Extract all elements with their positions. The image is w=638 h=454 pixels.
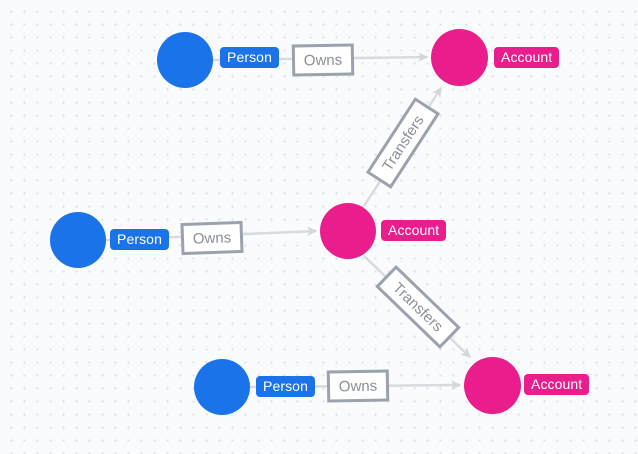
edge-label-transfers-2[interactable]: Transfers (375, 264, 461, 350)
node-badge-person-3[interactable]: Person (256, 376, 315, 397)
node-account-1[interactable] (431, 29, 488, 86)
edge-label-owns-3[interactable]: Owns (326, 369, 390, 403)
node-badge-account-3[interactable]: Account (524, 374, 590, 395)
node-person-1[interactable] (157, 32, 213, 88)
node-badge-account-2[interactable]: Account (381, 220, 447, 241)
node-badge-account-1[interactable]: Account (494, 47, 560, 68)
edge-label-owns-1[interactable]: Owns (291, 43, 355, 77)
node-account-3[interactable] (464, 357, 521, 414)
node-person-3[interactable] (194, 359, 250, 415)
node-person-2[interactable] (50, 212, 106, 268)
edge-label-transfers-1[interactable]: Transfers (365, 97, 441, 189)
node-account-2[interactable] (320, 203, 376, 259)
edge-label-owns-2[interactable]: Owns (180, 220, 244, 256)
node-badge-person-2[interactable]: Person (110, 229, 169, 250)
node-badge-person-1[interactable]: Person (220, 47, 279, 68)
